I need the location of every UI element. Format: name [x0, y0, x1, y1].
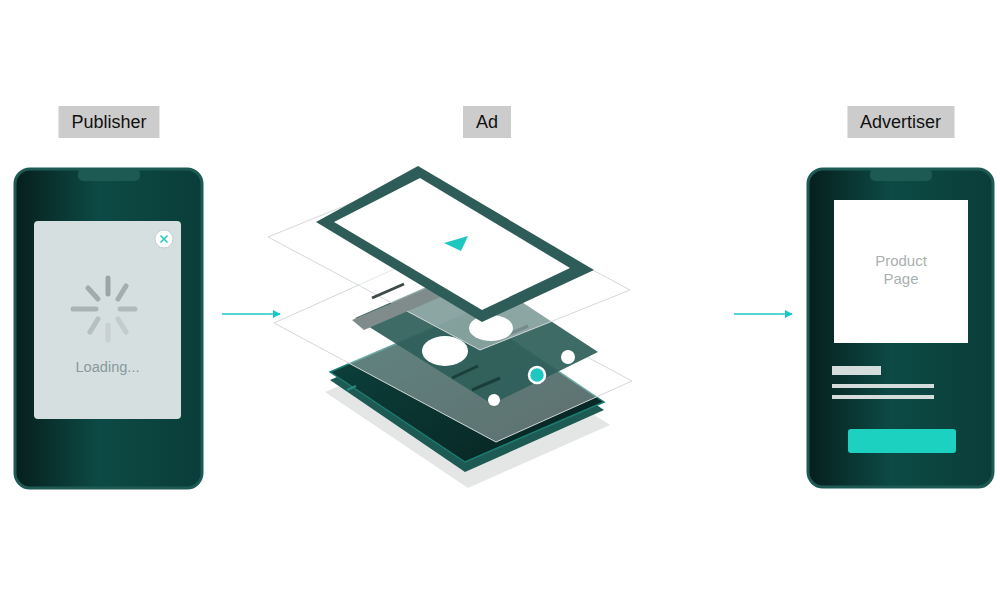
- stage-label: Advertiser: [847, 106, 954, 138]
- advertiser-node: AdvertiserProduct Page: [808, 105, 993, 488]
- flow-arrow: [734, 313, 792, 314]
- loading-dialog: Loading...: [34, 221, 181, 419]
- screen-text: Product Page: [861, 252, 941, 288]
- screen-text: Loading...: [34, 358, 181, 376]
- stage-label: Publisher: [58, 106, 159, 138]
- ad-node: Ad: [300, 105, 674, 495]
- product-page: Product Page: [834, 200, 968, 343]
- publisher-phone: [15, 169, 202, 488]
- flow-arrow: [222, 313, 280, 314]
- stage-label: Ad: [463, 106, 511, 138]
- ad-illustration: [268, 166, 632, 488]
- publisher-node: PublisherLoading...: [15, 105, 203, 488]
- advertiser-phone: [808, 169, 993, 487]
